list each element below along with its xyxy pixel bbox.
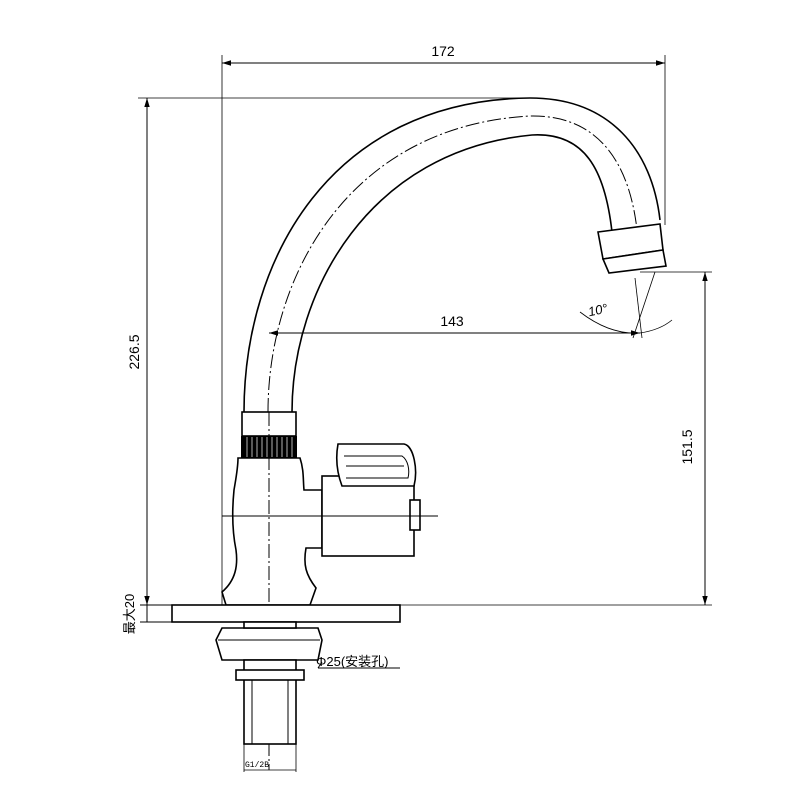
angle-indicator: 10° xyxy=(579,271,673,339)
dim-reach: 143 xyxy=(269,313,640,336)
faucet-body xyxy=(221,411,438,770)
reach-label: 143 xyxy=(440,313,464,329)
dim-max-thickness: 最大20 xyxy=(122,594,148,634)
threaded-shank xyxy=(235,659,305,745)
thread-label: G1/2B xyxy=(245,761,269,770)
dim-width-total: 172 xyxy=(221,43,666,605)
dim-spout-height: 151.5 xyxy=(400,271,712,606)
dim-thread: G1/2B xyxy=(243,744,297,772)
dim-hole-diameter: Φ25(安装孔) xyxy=(316,654,400,669)
width-total-label: 172 xyxy=(431,43,455,59)
dim-height-total: 226.5 xyxy=(126,97,530,605)
aerator-nozzle xyxy=(597,223,667,274)
angle-label: 10° xyxy=(587,301,609,320)
height-total-label: 226.5 xyxy=(126,334,142,369)
spout-height-label: 151.5 xyxy=(679,429,695,464)
max-thickness-label: 最大20 xyxy=(122,594,137,634)
counter-plate xyxy=(140,604,401,623)
mounting-nut xyxy=(215,621,323,661)
spout-pipe xyxy=(243,97,661,413)
hole-diameter-label: Φ25(安装孔) xyxy=(316,654,389,669)
